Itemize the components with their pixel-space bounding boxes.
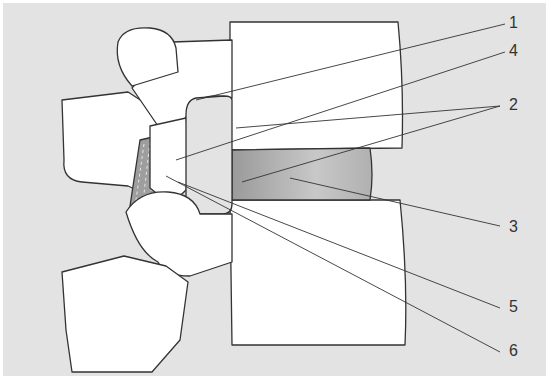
diagram-ground: 1 4 2 3 5 6 [3,3,546,376]
callout-number: 3 [509,219,518,235]
callout-number: 6 [509,343,518,359]
vertebra-illustration [3,3,546,376]
callout-number: 5 [509,299,518,315]
callout-number: 4 [509,43,518,59]
callout-number: 2 [509,97,518,113]
callout-number: 1 [509,15,518,31]
